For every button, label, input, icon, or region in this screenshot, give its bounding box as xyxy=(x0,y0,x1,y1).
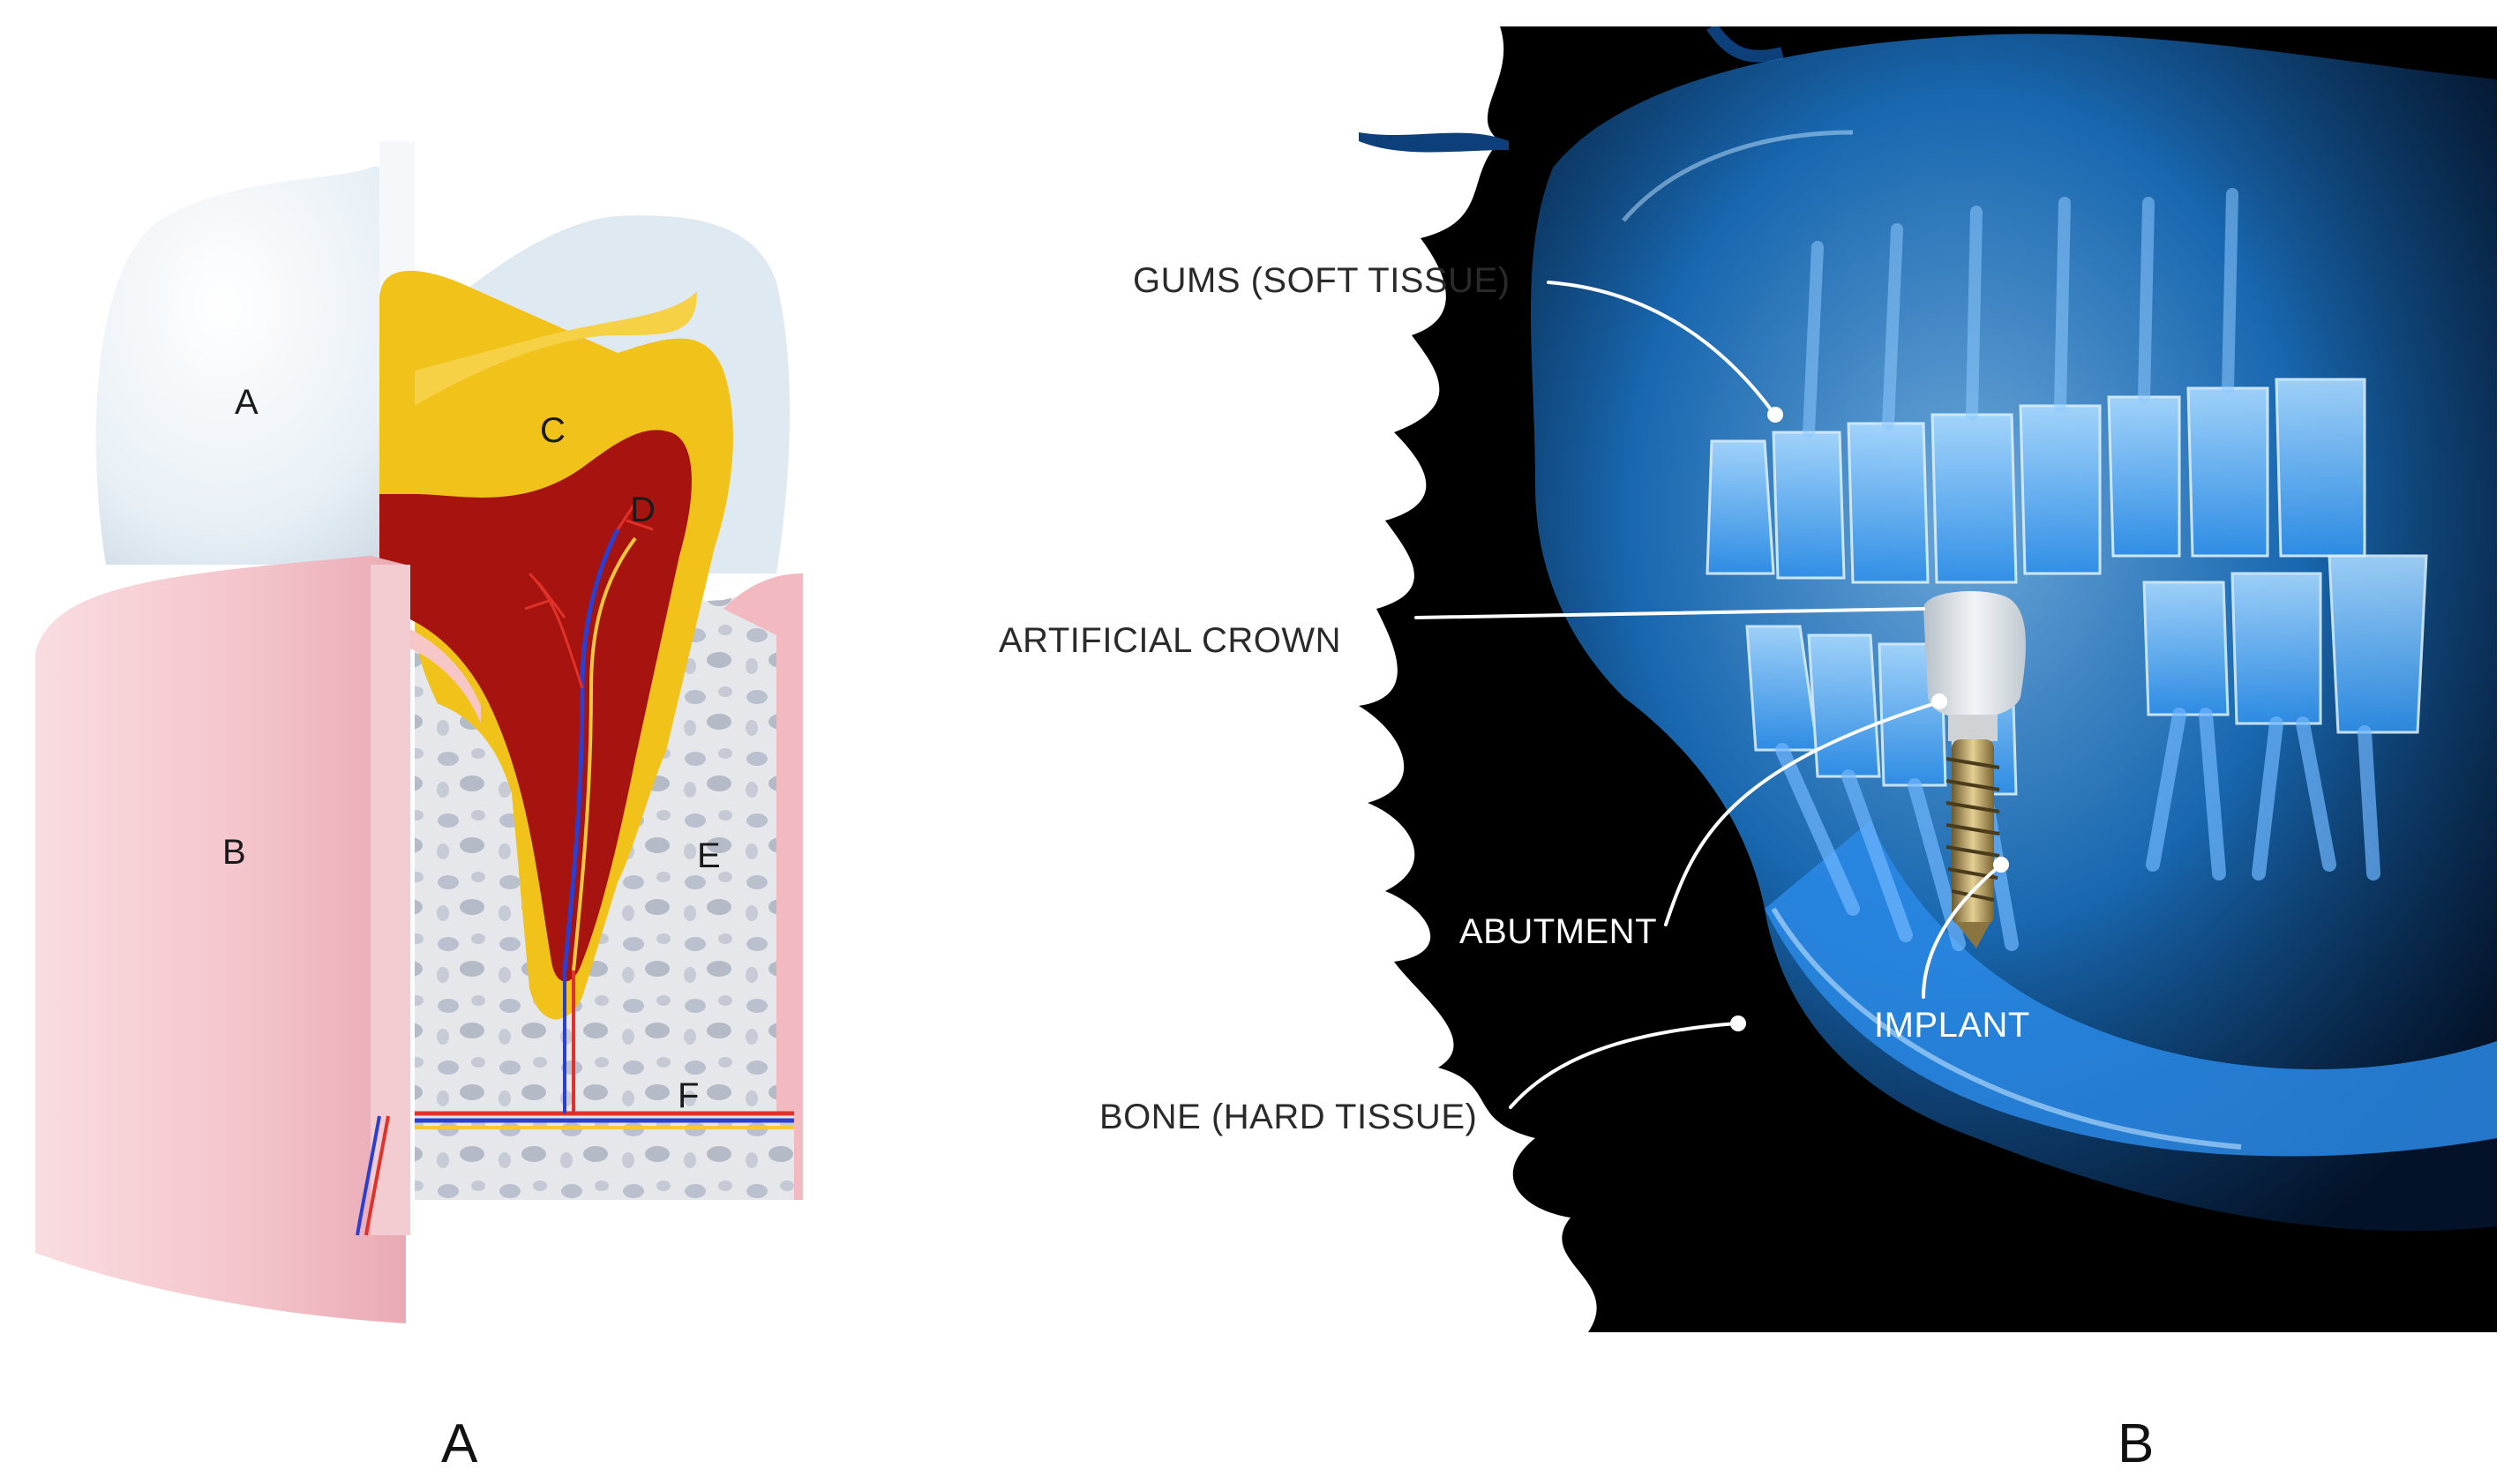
panel-a-caption: A xyxy=(441,1413,478,1474)
label-gums: GUMS (SOFT TISSUE) xyxy=(1133,261,1511,300)
label-implant: IMPLANT xyxy=(1874,1006,2030,1045)
label-artificial-crown: ARTIFICIAL CROWN xyxy=(999,621,1342,660)
dental-implant-xray-illustration xyxy=(1359,26,2497,1332)
label-pulp: D xyxy=(630,491,656,529)
label-dentin: C xyxy=(540,411,566,450)
label-gum: B xyxy=(222,833,246,872)
tooth-cross-section-illustration xyxy=(35,141,803,1323)
label-bone: E xyxy=(697,836,721,875)
label-nerve: F xyxy=(678,1076,700,1115)
label-abutment: ABUTMENT xyxy=(1459,912,1657,951)
label-enamel: A xyxy=(235,383,259,422)
panel-b-caption: B xyxy=(2118,1413,2155,1474)
label-bone-hard-tissue: BONE (HARD TISSUE) xyxy=(1099,1098,1478,1136)
